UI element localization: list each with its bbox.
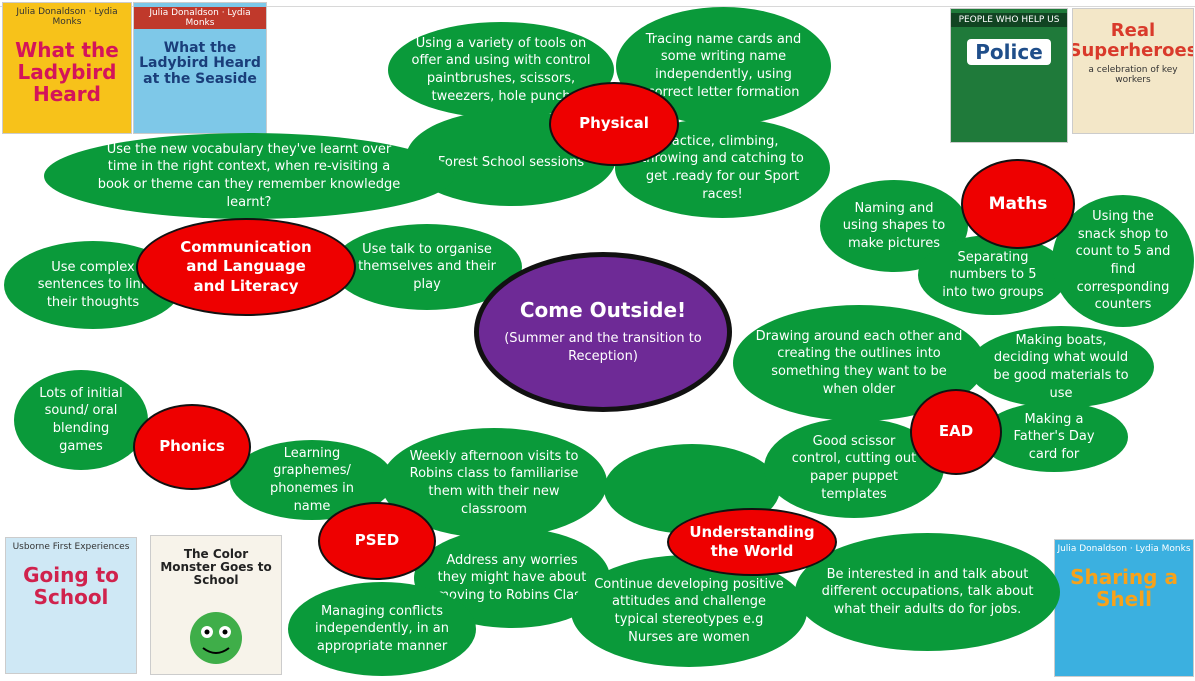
book-cover-color-monster: The Color Monster Goes to School (150, 535, 282, 675)
bubble-text: Managing conflicts independently, in an … (315, 603, 449, 654)
book-title: What the Ladybird Heard at the Seaside (139, 40, 261, 87)
bubble-text: ractice, climbing, throwing and catching… (641, 133, 804, 202)
hub-psed: PSED (318, 502, 436, 580)
book-authors: Julia Donaldson · Lydia Monks (1057, 544, 1191, 554)
bubble-text: Using a variety of tools on offer and us… (411, 35, 591, 104)
bubble-initial-sound: Lots of initial sound/ oral blending gam… (14, 370, 148, 470)
book-cover-going-to-school: Usborne First Experiences Going to Schoo… (5, 537, 137, 674)
book-title: What the Ladybird Heard (15, 38, 119, 106)
book-cover-police: PEOPLE WHO HELP US Police (950, 8, 1068, 143)
hub-understanding-the-world: Understanding the World (667, 508, 837, 576)
bubble-text: Making a Father's Day card for (1013, 411, 1095, 462)
book-cover-superheroes: Real Superheroes a celebration of key wo… (1072, 8, 1194, 134)
bubble-text: Good scissor control, cutting out paper … (791, 433, 917, 502)
bubble-text: Tracing name cards and some writing name… (645, 31, 802, 100)
book-cover-sharing-a-shell: Julia Donaldson · Lydia Monks Sharing a … (1054, 539, 1194, 677)
bubble-text: Forest School sessions (437, 155, 585, 171)
book-authors: Julia Donaldson · Lydia Monks (16, 7, 118, 27)
bubble-text: Lots of initial sound/ oral blending gam… (39, 385, 123, 454)
bubble-text: Learning graphemes/ phonemes in name (269, 445, 355, 514)
bubble-text: Use complex sentences to link their thou… (37, 259, 149, 310)
bubble-boats: Making boats, deciding what would be goo… (968, 326, 1154, 408)
bubble-vocabulary: Use the new vocabulary they've learnt ov… (44, 133, 454, 219)
hub-phonics: Phonics (133, 404, 251, 490)
bubble-occupations: Be interested in and talk about differen… (795, 533, 1060, 651)
hub-physical: Physical (549, 82, 679, 166)
hub-communication-language-literacy: Communication and Language and Literacy (136, 218, 356, 316)
book-series: PEOPLE WHO HELP US (951, 13, 1067, 27)
bubble-text: Drawing around each other and creating t… (755, 328, 963, 397)
top-border (0, 6, 1195, 7)
hub-label: Maths (988, 193, 1048, 214)
hub-label: EAD (938, 422, 974, 441)
bubble-graphemes: Learning graphemes/ phonemes in name (230, 440, 394, 520)
hub-ead: EAD (910, 389, 1002, 475)
bubble-text: Using the snack shop to count to 5 and f… (1075, 209, 1171, 313)
book-series: Usborne First Experiences (12, 542, 130, 552)
bubble-snack-shop: Using the snack shop to count to 5 and f… (1052, 195, 1194, 327)
bubble-text: Weekly afternoon visits to Robins class … (409, 448, 579, 517)
book-title: Sharing a Shell (1070, 565, 1178, 611)
hub-label: Understanding the World (689, 522, 815, 561)
bubble-text: Naming and using shapes to make pictures (842, 200, 946, 251)
bubble-text: Separating numbers to 5 into two groups (942, 249, 1044, 300)
hub-label: Physical (579, 114, 649, 133)
book-cover-ladybird: Julia Donaldson · Lydia Monks What the L… (2, 2, 132, 134)
bubble-practice: ractice, climbing, throwing and catching… (615, 118, 830, 218)
hub-maths: Maths (961, 159, 1075, 249)
book-title: Real Superheroes (1072, 20, 1194, 61)
center-title: Come Outside! (519, 298, 687, 323)
center-subtitle: (Summer and the transition to Reception) (504, 331, 702, 364)
bubble-text: Making boats, deciding what would be goo… (993, 332, 1129, 401)
book-title: Police (967, 39, 1051, 65)
bubble-positive-attitudes: Continue developing positive attitudes a… (571, 555, 807, 667)
book-authors: Julia Donaldson · Lydia Monks (134, 7, 266, 29)
bubble-text: Be interested in and talk about differen… (821, 566, 1034, 617)
hub-label: Communication and Language and Literacy (180, 237, 312, 295)
book-cover-seaside: Julia Donaldson · Lydia Monks What the L… (133, 2, 267, 134)
bubble-separating: Separating numbers to 5 into two groups (918, 235, 1068, 315)
book-subtitle: a celebration of key workers (1088, 64, 1178, 85)
bubble-fathers-day: Making a Father's Day card for (980, 402, 1128, 472)
hub-label: PSED (354, 531, 400, 550)
book-title: Going to School (23, 563, 119, 609)
bubble-conflicts: Managing conflicts independently, in an … (288, 582, 476, 676)
monster-illustration (190, 611, 242, 664)
bubble-text: Continue developing positive attitudes a… (594, 576, 784, 645)
hub-label: Phonics (159, 437, 225, 456)
bubble-text: Address any worries they might have abou… (436, 552, 588, 603)
bubble-text: Use the new vocabulary they've learnt ov… (97, 141, 401, 210)
bubble-text: Use talk to organise themselves and thei… (358, 241, 496, 292)
center-topic: Come Outside! (Summer and the transition… (474, 252, 732, 412)
bubble-tracing: Tracing name cards and some writing name… (616, 7, 831, 125)
book-title: The Color Monster Goes to School (160, 547, 272, 588)
